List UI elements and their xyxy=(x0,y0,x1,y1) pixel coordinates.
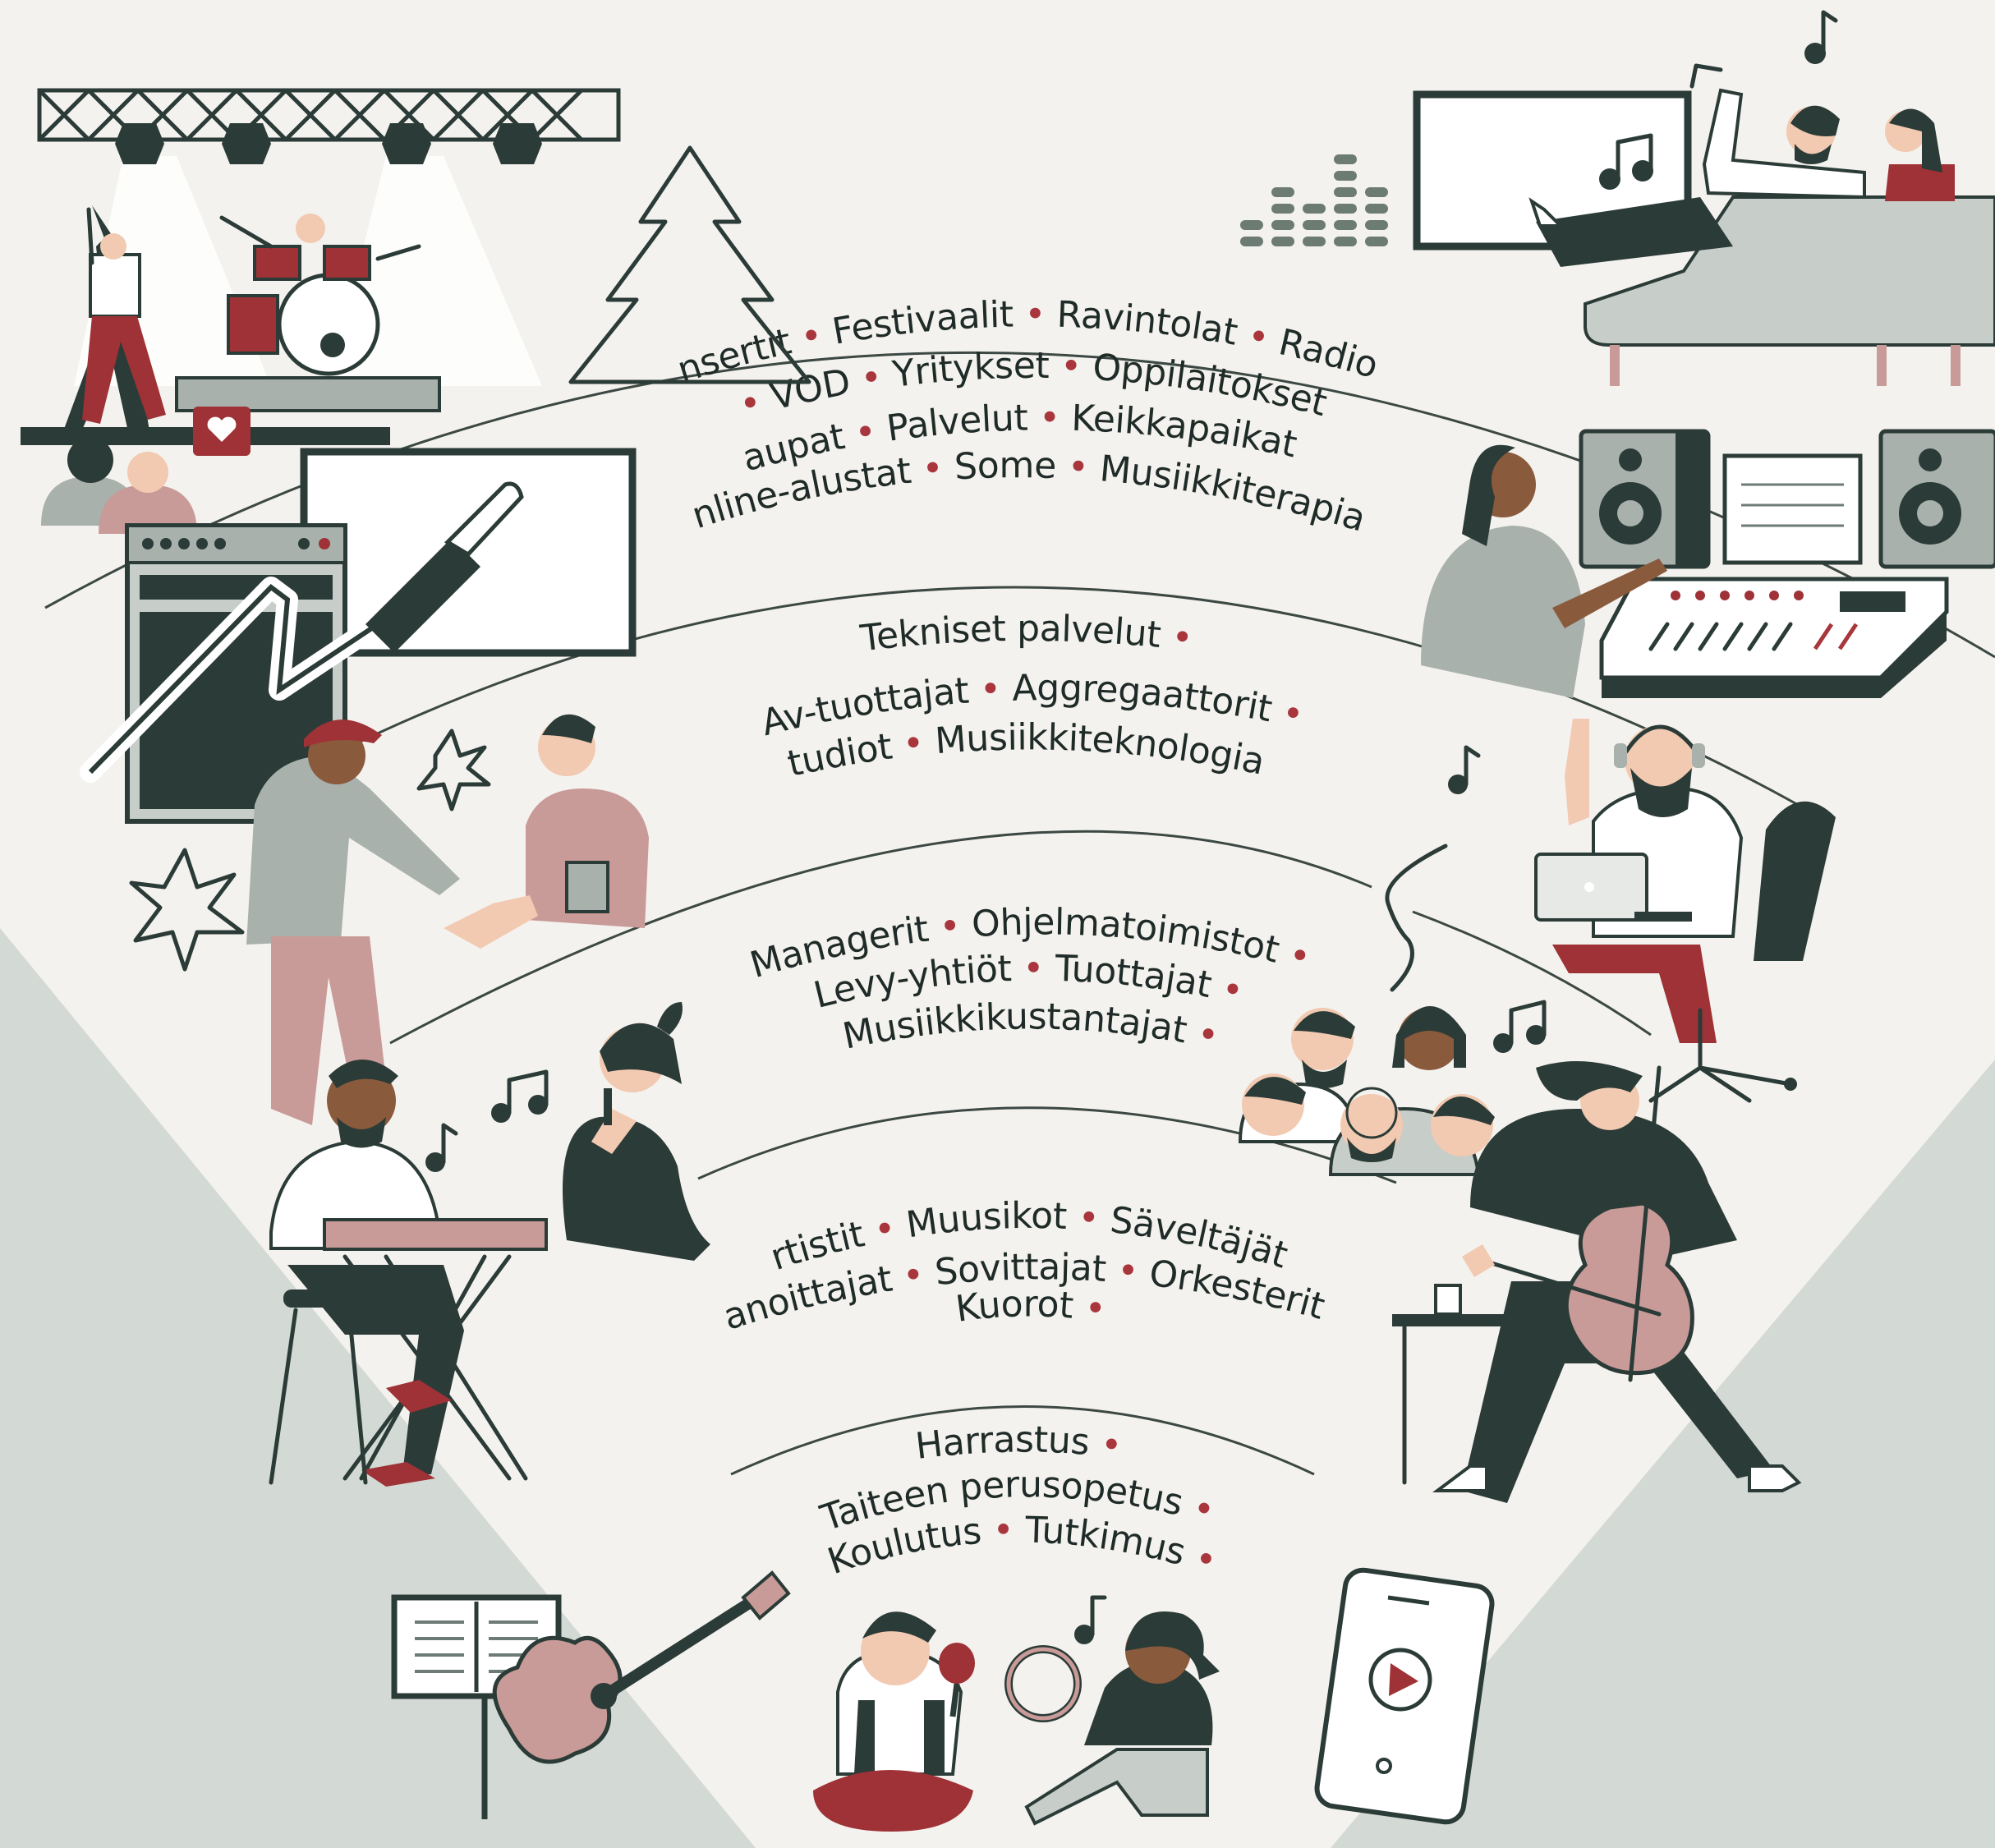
ring-label-item: Musiikkikustantajat xyxy=(839,995,1190,1057)
music-note-icon xyxy=(425,1123,458,1172)
left-wedge xyxy=(0,928,756,1848)
separator-dot: • xyxy=(1066,1196,1113,1241)
separator-dot: • xyxy=(846,354,895,402)
ring-label-item: Musiikkiterapia xyxy=(1098,448,1370,540)
amplifier-cable-illustration xyxy=(80,448,637,824)
music-note-icon xyxy=(1493,1000,1547,1053)
cellist-illustration xyxy=(1392,1061,1802,1503)
music-note-icon xyxy=(1448,745,1481,794)
ring-label-item: Sovittajat xyxy=(933,1246,1107,1294)
separator-dot: • xyxy=(909,446,956,491)
ring-label-item: Tekniset palvelut xyxy=(857,608,1162,660)
ring-arc-2 xyxy=(209,586,1828,823)
ring-label-item: Palvelut xyxy=(885,398,1028,450)
tv-viewers-illustration xyxy=(1413,63,1995,386)
ring-5-labels: Harrastus • Taiteen perusopetus • Koulut… xyxy=(815,1418,1221,1583)
music-note-icon xyxy=(491,1069,549,1123)
separator-dot: • xyxy=(889,721,937,767)
ring-label-item: Kuorot xyxy=(954,1283,1075,1331)
handshake-illustration xyxy=(129,714,649,1125)
tree-icon xyxy=(568,145,811,384)
ring-2-line-1: Tekniset palvelut • xyxy=(857,608,1195,660)
separator-dot: • xyxy=(1013,293,1057,335)
separator-dot: • xyxy=(1105,1248,1151,1294)
choir-illustration xyxy=(1238,1006,1495,1176)
separator-dot: • xyxy=(1071,1285,1108,1331)
ring-label-item: Ravintolat xyxy=(1056,294,1241,354)
ring-label-item: VOD xyxy=(766,361,853,419)
separator-dot: • xyxy=(1233,313,1284,362)
ring-arc-3b xyxy=(1412,910,1652,1037)
ring-3-labels: Managerit • Ohjelmatoimistot • Levy-yhti… xyxy=(746,901,1316,1057)
ring-5-line-1: Harrastus • xyxy=(913,1418,1124,1468)
ring-label-item: Musiikkiteknologia xyxy=(934,716,1268,783)
guitar-notestand-illustration xyxy=(391,1570,791,1819)
separator-dot: • xyxy=(926,904,973,950)
separator-dot: • xyxy=(1011,948,1055,990)
squiggle-decoration xyxy=(1385,844,1448,992)
kids-music-illustration xyxy=(813,1611,1220,1832)
separator-dot: • xyxy=(1049,345,1094,388)
separator-dot: • xyxy=(840,408,889,457)
separator-dot: • xyxy=(968,668,1013,712)
equalizer-icon xyxy=(1240,154,1388,246)
separator-dot: • xyxy=(1158,614,1194,660)
separator-dot: • xyxy=(889,1253,937,1299)
ring-label-item: Yritykset xyxy=(889,345,1050,396)
keyboard-singer-illustration xyxy=(269,1002,710,1487)
ring-label-item: Some xyxy=(954,444,1057,488)
separator-dot: • xyxy=(1027,397,1072,439)
separator-dot: • xyxy=(0,0,11,9)
ring-arc-4 xyxy=(697,1106,1397,1184)
ring-4-line-3: Kuorot • xyxy=(954,1283,1109,1331)
separator-dot: • xyxy=(786,312,837,361)
ring-label-item: Harrastus xyxy=(913,1418,1091,1468)
ring-label-item: Tv xyxy=(0,0,11,9)
music-note-icon xyxy=(1074,1595,1107,1644)
mixing-desk-illustration xyxy=(1421,429,1995,698)
stage-concert-illustration xyxy=(21,88,621,534)
separator-dot: • xyxy=(1087,1422,1124,1467)
separator-dot: • xyxy=(980,1509,1025,1551)
ring-label-item: Festivaalit xyxy=(830,294,1014,353)
separator-dot: • xyxy=(0,0,11,9)
phone-play-icon xyxy=(1314,1567,1495,1825)
ring-label-item: Muusikot xyxy=(903,1195,1068,1247)
separator-dot: • xyxy=(859,1205,910,1254)
ring-3-line-3: Musiikkikustantajat • xyxy=(839,995,1222,1057)
music-note-icon xyxy=(1804,10,1838,64)
ring-arc-3 xyxy=(389,830,1372,1045)
ring-arc-5 xyxy=(730,1405,1315,1476)
right-wedge xyxy=(1331,1060,1995,1848)
heart-icon xyxy=(193,407,251,456)
producer-laptop-illustration xyxy=(1534,719,1836,1103)
separator-dot: • xyxy=(1055,445,1101,490)
separator-dot: • xyxy=(0,0,11,9)
